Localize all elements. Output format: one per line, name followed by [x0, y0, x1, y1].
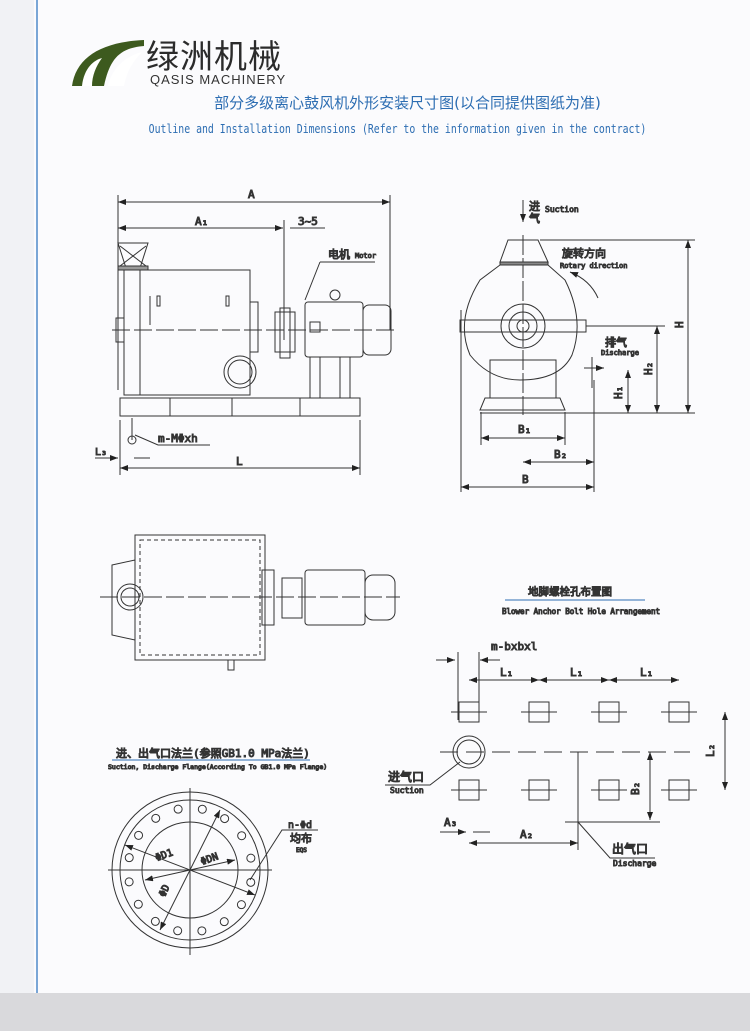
suction-en: Suction — [545, 205, 579, 214]
anchor-hole-spec: m-bxbxl — [491, 640, 537, 653]
discharge-label-en: Discharge — [601, 349, 639, 357]
flange-eqs-en: EQS — [296, 847, 307, 854]
dim-B: B — [522, 473, 529, 486]
dim-A3: A₃ — [444, 816, 457, 829]
flange-D1: ΦD1 — [154, 848, 175, 865]
dim-L1-c: L₁ — [640, 666, 653, 679]
dim-A1: A₁ — [195, 215, 208, 228]
flange-holes: n-Φd — [288, 820, 312, 831]
dim-H1: H₁ — [612, 386, 625, 399]
anchor-suction-en: Suction — [390, 786, 424, 795]
dim-H2: H₂ — [642, 362, 655, 375]
flange-bolt-hole — [173, 926, 183, 936]
dim-H: H — [673, 321, 686, 328]
page-title-cn: 部分多级离心鼓风机外形安装尺寸图(以合同提供图纸为准) — [214, 94, 601, 112]
suction-cn-2: 气 — [529, 211, 540, 225]
dim-B2-anchor: B₂ — [629, 782, 642, 795]
flange-bolt-hole — [219, 917, 229, 927]
flange-title-cn: 进、出气口法兰(参照GB1.0 MPa法兰) — [116, 746, 310, 760]
binding-line — [36, 0, 38, 1000]
discharge-label-cn: 排气 — [605, 335, 627, 349]
flange-bolt-hole — [197, 804, 207, 814]
scan-bottom-edge — [0, 993, 750, 1031]
anchor-title-cn: 地脚螺栓孔布置图 — [528, 585, 612, 598]
flange-bolt-hole — [151, 813, 161, 823]
motor-label-en: Motor — [355, 252, 376, 260]
dim-gap: 3~5 — [298, 215, 318, 228]
rotary-label-cn: 旋转方向 — [562, 246, 606, 260]
page-title-en: Outline and Installation Dimensions (Ref… — [148, 122, 647, 136]
dim-L2: L₂ — [704, 744, 717, 757]
dim-L1-b: L₁ — [570, 666, 583, 679]
logo-mark-icon — [72, 40, 144, 86]
flange-bolt-hole — [236, 900, 246, 910]
flange-bolt-hole — [173, 804, 183, 814]
rotary-label-en: Rotary direction — [560, 262, 627, 270]
flange-bolt-hole — [133, 899, 143, 909]
anchor-discharge-cn: 出气口 — [612, 841, 648, 856]
dim-A2: A₂ — [520, 828, 533, 841]
flange-bolt-hole — [220, 814, 230, 824]
logo-en: QASIS MACHINERY — [150, 72, 287, 87]
flange-D: ΦD — [158, 883, 173, 899]
anchor-title-en: Blower Anchor Bolt Hole Arrangement — [502, 607, 660, 616]
side-view: A A₁ 3~5 电机 Motor m-MΦxh L L₃ — [95, 188, 395, 475]
dim-L3: L₃ — [95, 447, 107, 458]
bolt-spec: m-MΦxh — [158, 432, 198, 445]
flange-bolt-hole — [134, 830, 144, 840]
dim-B1: B₁ — [518, 423, 531, 436]
flange-diagram: ΦD1 ΦDN ΦD n-Φd 均布 EQS — [108, 759, 318, 955]
flange-bolt-hole — [150, 916, 160, 926]
suction-cn-1: 进 — [529, 200, 540, 213]
dim-L1-a: L₁ — [500, 666, 513, 679]
top-view — [100, 534, 400, 671]
flange-title-en: Suction, Discharge Flange(According To G… — [108, 763, 327, 771]
front-view: 进 气 Suction 旋转方向 Rotary direction 排气 Dis… — [459, 200, 695, 492]
anchor-discharge-en: Discharge — [613, 859, 657, 868]
anchor-suction-cn: 进气口 — [388, 769, 424, 784]
motor-label-cn: 电机 — [328, 247, 350, 261]
flange-bolt-hole — [237, 831, 247, 841]
flange-bolt-hole — [124, 853, 134, 863]
dim-A: A — [248, 188, 255, 201]
page-margin — [0, 0, 34, 1031]
flange-bolt-hole — [124, 877, 134, 887]
logo-cn: 绿洲机械 — [146, 37, 282, 76]
flange-bolt-hole — [246, 853, 256, 863]
anchor-bolt-diagram: m-bxbxl L₁ L₁ L₁ L₂ B₂ A₂ A₃ 进气口 Suction… — [385, 599, 728, 869]
flange-bolt-hole — [197, 926, 207, 936]
dim-B2: B₂ — [554, 448, 567, 461]
flange-eqs-cn: 均布 — [290, 832, 312, 845]
dim-L: L — [236, 455, 243, 468]
flange-DN: ΦDN — [199, 851, 220, 868]
